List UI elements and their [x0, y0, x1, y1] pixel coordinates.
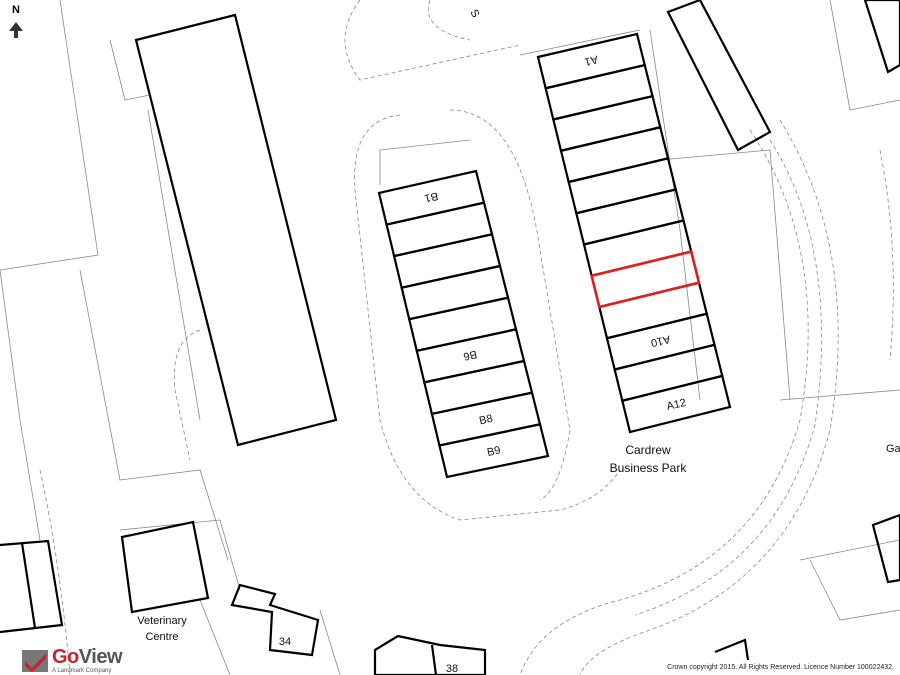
logo-name-view: View — [78, 646, 123, 668]
house-38-label: 38 — [446, 663, 458, 675]
building-ne — [666, 0, 772, 152]
row-b-unit-label: B8 — [478, 413, 494, 428]
row-b-unit-label: B1 — [423, 189, 439, 204]
row-a-unit[interactable] — [613, 343, 724, 403]
logo-name-go: Go — [52, 646, 79, 668]
row-a-unit[interactable] — [598, 281, 709, 340]
north-label: N — [12, 4, 20, 16]
vet-label-2: Centre — [145, 631, 178, 643]
vet-label-1: Veterinary — [137, 615, 187, 627]
checkmark-logo-icon — [22, 650, 48, 672]
house-34-label: 34 — [279, 636, 291, 648]
edge-label: Ga — [886, 443, 900, 455]
north-arrow-icon — [9, 22, 23, 38]
street-label: S — [467, 8, 481, 20]
large-building — [134, 13, 338, 447]
row-a-unit[interactable] — [544, 63, 654, 121]
row-b-unit[interactable] — [392, 233, 502, 289]
row-a-unit[interactable] — [621, 374, 732, 434]
logo-tagline: A Landmark Company — [52, 668, 112, 674]
row-a-unit[interactable] — [559, 125, 670, 184]
row-b-unit-label: B9 — [486, 444, 502, 459]
logo-name: GoView — [52, 646, 123, 669]
row-b-unit[interactable] — [385, 201, 494, 258]
row-b-unit[interactable] — [423, 359, 534, 416]
building-corner — [863, 0, 900, 74]
park-label-2: Business Park — [610, 461, 688, 475]
house-34 — [230, 583, 320, 657]
row-a-unit[interactable] — [552, 94, 662, 153]
row-a-unit[interactable] — [567, 157, 678, 215]
row-a-unit-label: A1 — [583, 53, 599, 68]
row-b-unit[interactable] — [400, 264, 510, 321]
row-a-unit[interactable] — [582, 219, 693, 278]
row-a-unit-label: A12 — [665, 397, 687, 413]
row-a-unit[interactable] — [575, 188, 685, 246]
road-edges — [39, 0, 894, 675]
row-b-unit-label: B6 — [462, 348, 478, 363]
row-b-unit[interactable] — [438, 423, 550, 479]
highlighted-unit[interactable] — [590, 250, 701, 309]
house-38 — [373, 634, 487, 675]
row-a-unit-label: A10 — [650, 333, 672, 349]
veterinary-centre-building — [120, 520, 210, 614]
park-label-1: Cardrew — [625, 443, 671, 457]
copyright-notice: Crown copyright 2015. All Rights Reserve… — [667, 664, 894, 671]
row-b-unit[interactable] — [407, 296, 518, 353]
row-a-unit[interactable] — [590, 250, 701, 309]
